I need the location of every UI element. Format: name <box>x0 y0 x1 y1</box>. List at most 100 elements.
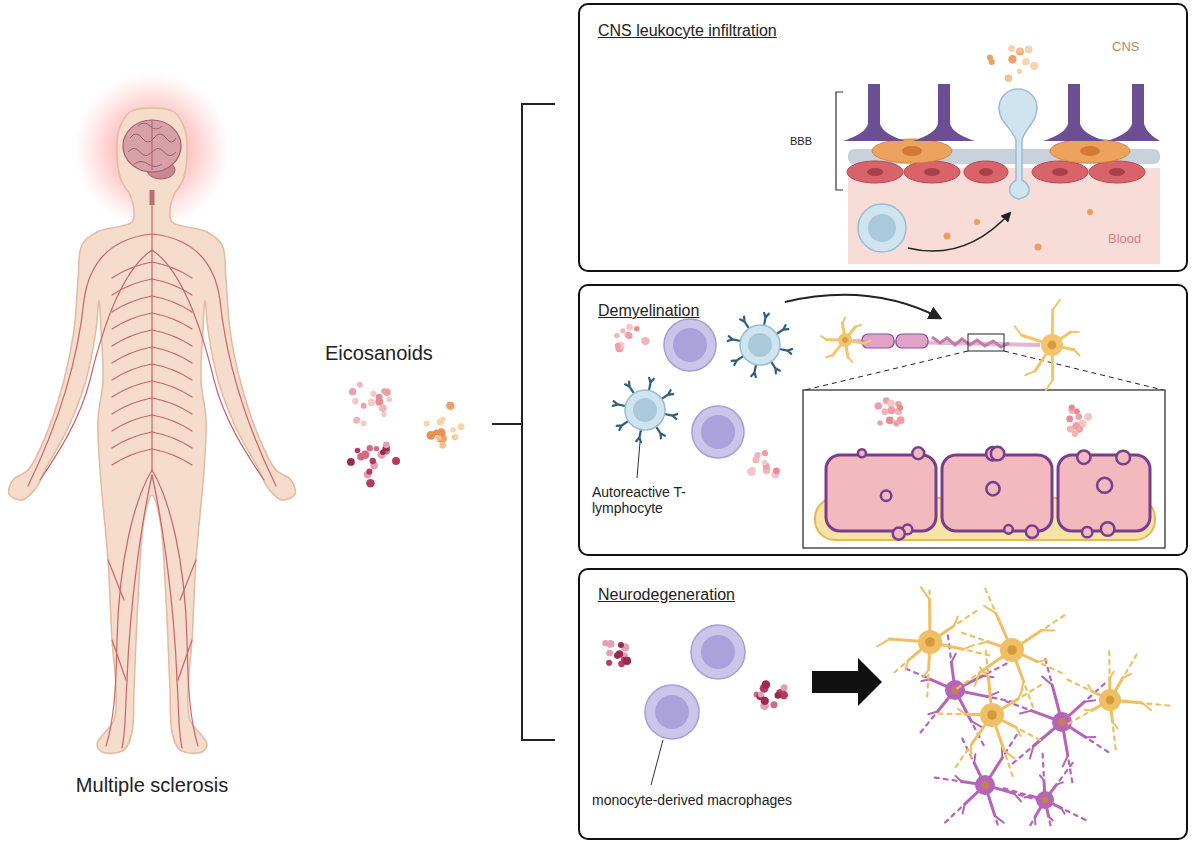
blood-brain-barrier <box>1109 168 1125 176</box>
eicosanoid-dots <box>370 458 376 464</box>
blood-brain-barrier <box>872 139 1130 163</box>
degenerating-neurons <box>1135 655 1137 658</box>
blood-brain-barrier <box>1032 161 1088 183</box>
degenerating-neurons <box>1042 772 1044 776</box>
cns-dots <box>1008 45 1015 52</box>
eicosanoid-dots <box>368 399 375 406</box>
degenerating-neurons <box>1004 788 1008 789</box>
myelin-debris <box>912 447 924 459</box>
eicosanoid-dots <box>383 442 390 449</box>
nerve-lines <box>112 364 152 380</box>
demyelination-art <box>701 415 735 449</box>
eicosanoid-dots <box>366 479 375 488</box>
nerve-lines <box>152 398 192 414</box>
degenerating-neurons <box>1000 638 1024 662</box>
degenerating-neurons <box>1027 749 1030 752</box>
degenerating-neurons <box>957 686 960 688</box>
degenerating-neurons <box>1066 810 1070 812</box>
degenerating-neurons <box>951 654 955 663</box>
degenerating-neurons <box>965 681 968 683</box>
nerve-lines <box>152 432 192 448</box>
eicosanoid-dots <box>347 458 355 466</box>
myelin-debris <box>1077 451 1090 464</box>
body-silhouette <box>9 108 296 753</box>
eicosanoid-dots <box>754 452 760 458</box>
neuron <box>838 333 852 347</box>
t-lymphocyte <box>751 365 756 378</box>
degenerating-neurons <box>1061 808 1064 814</box>
blood-brain-barrier <box>836 84 1160 264</box>
blood-brain-barrier <box>847 161 1145 183</box>
nerve-lines <box>112 398 152 414</box>
t-lymphocyte <box>636 430 641 443</box>
demyelination-art <box>664 295 1165 548</box>
neuron <box>1015 326 1022 335</box>
t-lymphocyte <box>625 382 634 394</box>
t-lymphocyte <box>732 356 744 365</box>
degenerating-neurons <box>1030 822 1032 825</box>
myelin-debris <box>1116 451 1130 465</box>
degenerating-neurons <box>1125 670 1127 673</box>
eicosanoid-dots <box>602 640 788 710</box>
nerve-lines <box>152 279 192 295</box>
degenerating-neurons <box>982 742 984 746</box>
degenerating-neurons <box>958 621 961 623</box>
degenerating-neurons <box>1030 689 1033 691</box>
degenerating-neurons <box>980 703 1004 727</box>
degenerating-neurons <box>1048 668 1049 672</box>
degenerating-neurons <box>1042 664 1046 666</box>
nerve-lines <box>122 475 152 748</box>
neuron <box>821 336 826 340</box>
cns-dots <box>1030 62 1038 70</box>
degenerating-neurons <box>980 667 988 677</box>
degenerating-neurons <box>1090 740 1093 742</box>
eicosanoid-dots <box>754 680 789 710</box>
panel-box: CNS leukocyte infiltrationCNSBBBBlood <box>578 3 1188 272</box>
blood-brain-barrier <box>964 161 1008 183</box>
degenerating-neurons <box>1108 651 1110 655</box>
degenerating-neurons <box>974 726 976 730</box>
eicosanoid-dots <box>886 417 894 425</box>
degenerating-neurons <box>952 814 955 817</box>
demyelination-art <box>673 328 707 362</box>
nerve-lines <box>152 313 192 329</box>
myelin-debris <box>986 482 999 495</box>
neuron <box>864 341 870 344</box>
degenerating-neurons <box>945 680 965 700</box>
eicosanoid-dots <box>361 450 369 458</box>
degenerating-neurons <box>1036 791 1054 809</box>
degenerating-neurons <box>1156 703 1160 706</box>
t-lymphocyte <box>771 362 780 374</box>
macrophage <box>655 695 689 729</box>
eicosanoid-dots <box>874 397 904 426</box>
eicosanoid-dots <box>641 337 649 345</box>
nerve-lines <box>112 279 152 295</box>
degenerating-neurons <box>925 637 935 647</box>
neuron <box>1074 350 1079 356</box>
degenerating-neurons <box>1165 704 1169 707</box>
eicosanoid-dots <box>1066 405 1092 437</box>
t-lymphocyte <box>740 317 749 329</box>
blood-brain-barrier <box>1052 168 1068 176</box>
blood-brain-barrier <box>1080 146 1100 156</box>
eicosanoid-dots <box>1073 423 1080 430</box>
eicosanoid-dots <box>887 400 895 408</box>
neuron <box>826 355 833 357</box>
nerve-lines <box>112 415 152 431</box>
degenerating-neurons <box>877 639 889 646</box>
cns-dots <box>987 54 993 60</box>
eicosanoid-dots <box>447 402 455 410</box>
eicosanoid-dots <box>634 326 640 332</box>
degenerating-neurons <box>1067 680 1071 682</box>
panel-title: CNS leukocyte infiltration <box>598 22 777 40</box>
neuron <box>855 325 861 327</box>
blood-brain-barrier <box>924 168 940 176</box>
myelin-debris <box>858 447 1130 540</box>
degenerating-neurons <box>968 649 972 652</box>
degenerating-neurons <box>1014 704 1018 705</box>
nerve-lines <box>108 560 124 600</box>
degenerating-neurons <box>1025 686 1026 690</box>
degenerating-neurons <box>1030 746 1034 759</box>
eicosanoid-dots <box>439 442 446 449</box>
degenerating-neurons <box>963 804 965 814</box>
